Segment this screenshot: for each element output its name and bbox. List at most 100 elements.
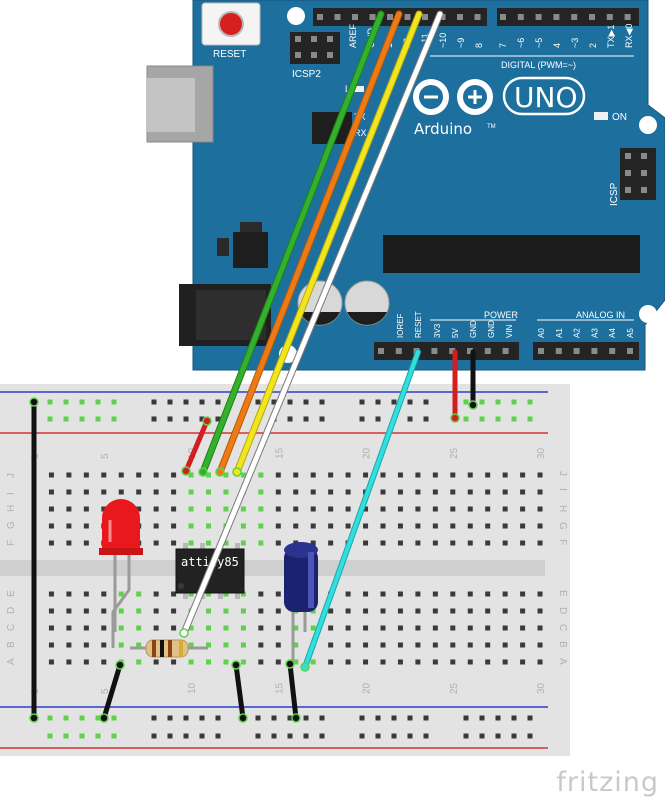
rail-hole [359, 416, 365, 422]
breadboard-hole [153, 523, 159, 529]
chip-notch [178, 583, 184, 589]
digital-pin-label: ~10 [438, 33, 448, 48]
rail-hole [391, 733, 397, 739]
rail-hole [215, 715, 221, 721]
rail-hole [423, 733, 429, 739]
rail-hole [319, 399, 325, 405]
rail-hole [47, 733, 53, 739]
wire-end [468, 400, 478, 410]
breadboard-hole [415, 523, 421, 529]
digital-label: DIGITAL (PWM=~) [501, 60, 576, 70]
rail-hole [111, 416, 117, 422]
wire-end [202, 416, 212, 426]
breadboard-hole [258, 608, 264, 614]
rail-hole [303, 733, 309, 739]
breadboard-channel [0, 560, 545, 576]
breadboard-hole [136, 642, 142, 648]
column-number: 25 [449, 682, 460, 694]
header-pin [467, 348, 473, 354]
rail-hole [511, 733, 517, 739]
digital-pin-label: ~6 [516, 38, 526, 48]
breadboard-hole [188, 540, 194, 546]
breadboard-hole [397, 506, 403, 512]
breadboard-hole [188, 489, 194, 495]
breadboard-hole [206, 472, 211, 478]
rail-hole [167, 416, 173, 422]
breadboard-hole [101, 625, 107, 631]
breadboard-hole [485, 625, 491, 631]
column-number: 5 [100, 453, 111, 459]
breadboard-hole [101, 591, 107, 597]
breadboard-hole [240, 591, 246, 597]
breadboard-hole [502, 523, 508, 529]
breadboard-hole [48, 591, 54, 597]
rail-hole [215, 416, 221, 422]
breadboard-hole [537, 591, 543, 597]
breadboard-hole [136, 608, 142, 614]
header-pin [334, 14, 341, 20]
breadboard-hole [537, 659, 543, 665]
chip-leg [183, 543, 188, 550]
breadboard-hole [188, 506, 194, 512]
wire-end [232, 467, 242, 477]
regulator-tab [240, 222, 262, 232]
rail-hole [271, 399, 277, 405]
row-letter: G [6, 521, 17, 529]
breadboard-hole [258, 489, 264, 495]
rail-hole [375, 399, 381, 405]
breadboard-hole [258, 591, 264, 597]
rail-hole [407, 733, 413, 739]
breadboard-hole [310, 489, 316, 495]
breadboard-hole [502, 625, 508, 631]
breadboard-hole [171, 540, 177, 546]
breadboard-hole [275, 489, 281, 495]
breadboard-hole [450, 472, 456, 478]
rail-hole [527, 733, 533, 739]
row-letter: J [557, 471, 568, 476]
breadboard-hole [118, 489, 124, 495]
breadboard-hole [188, 523, 194, 529]
breadboard-hole [520, 489, 526, 495]
rail-hole [63, 715, 69, 721]
power-pin-label: IOREF [396, 313, 405, 338]
breadboard-hole [240, 608, 246, 614]
breadboard-hole [363, 540, 369, 546]
column-number: 20 [362, 447, 373, 459]
breadboard-hole [153, 608, 159, 614]
breadboard-hole [48, 659, 54, 665]
header-pin [484, 348, 491, 354]
rail-hole [199, 399, 205, 405]
breadboard-hole [432, 472, 438, 478]
rail-hole [255, 715, 261, 721]
breadboard-hole [345, 625, 351, 631]
breadboard-hole [171, 659, 177, 665]
rail-hole [319, 733, 325, 739]
column-number: 10 [187, 682, 198, 694]
breadboard-hole [415, 472, 421, 478]
breadboard-hole [153, 489, 159, 495]
breadboard-hole [363, 472, 369, 478]
rail-hole [63, 733, 69, 739]
breadboard-hole [48, 506, 54, 512]
breadboard-hole [48, 608, 54, 614]
breadboard-hole [293, 625, 299, 631]
rail-hole [199, 715, 205, 721]
header-pin [378, 348, 384, 354]
rail-hole [287, 715, 293, 721]
breadboard-hole [450, 506, 456, 512]
breadboard-hole [432, 642, 438, 648]
on-led [594, 112, 608, 120]
breadboard-hole [258, 523, 264, 529]
wire-red-jumper [183, 418, 210, 474]
breadboard-hole [240, 659, 246, 665]
small-smd [217, 238, 229, 256]
breadboard-hole [537, 625, 543, 631]
breadboard-hole [520, 625, 526, 631]
digital-pin-label: 2 [588, 43, 598, 48]
breadboard-hole [432, 608, 438, 614]
breadboard-hole [450, 659, 456, 665]
header-pin [431, 348, 438, 354]
breadboard-hole [520, 506, 526, 512]
header-pin [502, 348, 509, 354]
breadboard-hole [153, 591, 159, 597]
